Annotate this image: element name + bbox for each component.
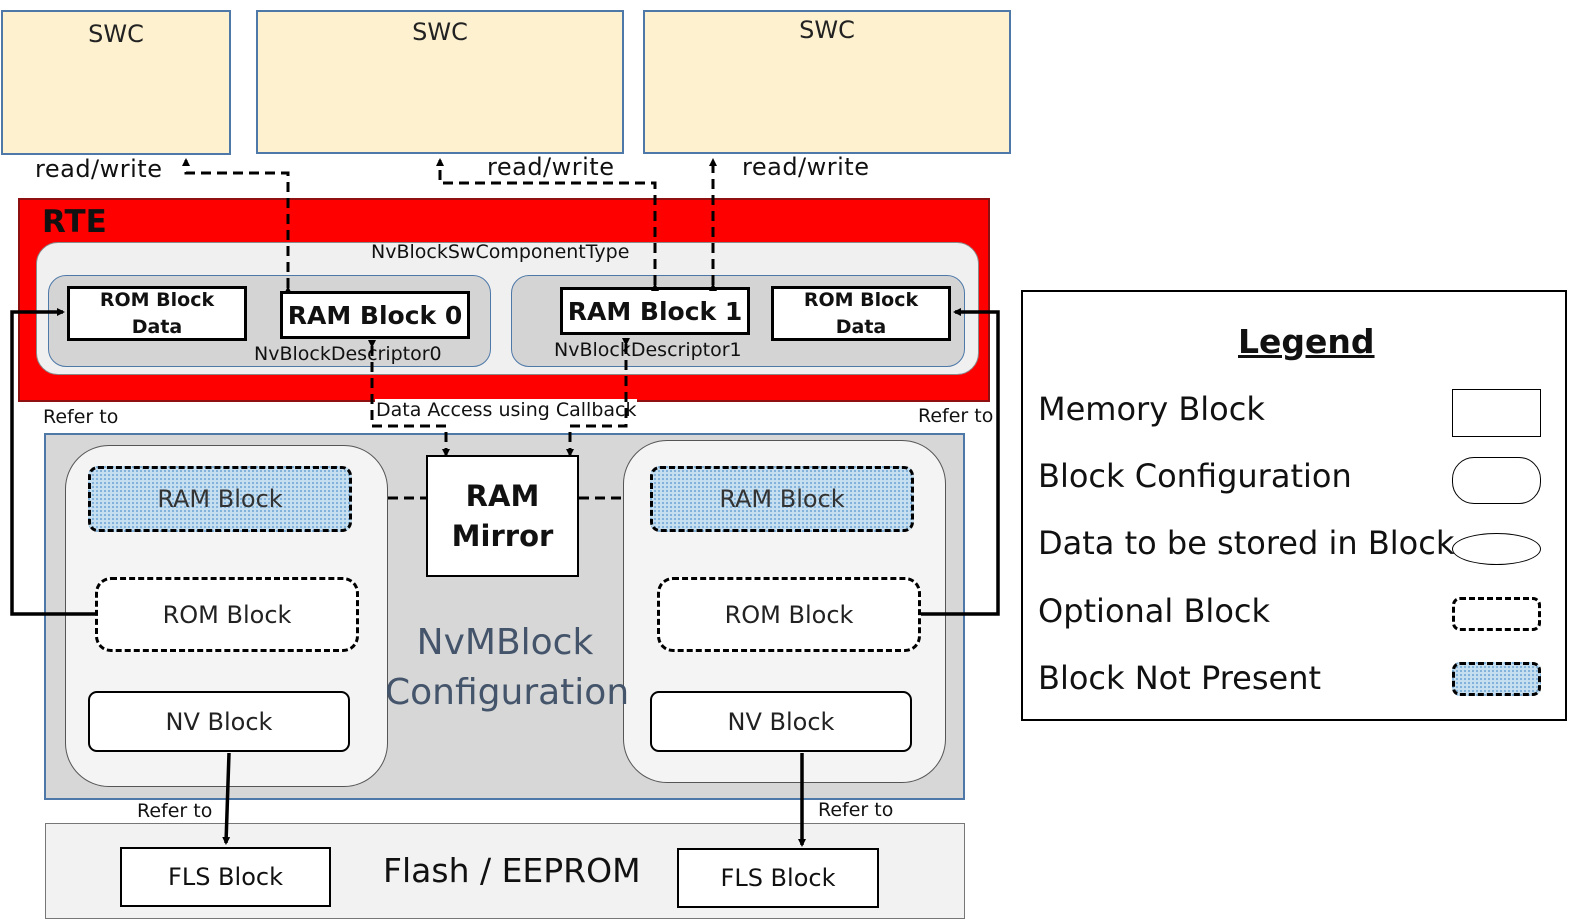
rom-block-right: ROM Block [657, 577, 921, 652]
nv-block-left-label: NV Block [165, 707, 273, 736]
callback-line-left [368, 340, 450, 457]
ram-block-1: RAM Block 1 [560, 287, 750, 335]
refer-line-left [10, 308, 95, 616]
rw-line-swc1 [182, 158, 292, 294]
nv-block-right-label: NV Block [727, 707, 835, 736]
swc-label-1: SWC [88, 20, 144, 48]
swc-label-2: SWC [412, 18, 468, 46]
ram-block-right: RAM Block [650, 466, 914, 532]
rom-block-right-label: ROM Block [724, 600, 854, 629]
refer-line-right [921, 308, 1000, 616]
read-write-label-3: read/write [742, 153, 870, 181]
callback-line-right [566, 338, 630, 457]
fls-block-right: FLS Block [677, 848, 879, 908]
nvm-title-line1: NvMBlock [416, 622, 594, 663]
ram-mirror: RAM Mirror [426, 455, 579, 577]
ram-block-right-label: RAM Block [719, 485, 845, 513]
refer-to-label-right: Refer to [918, 405, 994, 427]
swc-box-3: SWC [643, 10, 1011, 154]
flash-eeprom-label: Flash / EEPROM [383, 851, 641, 890]
rom-block-data-0-line2: Data [131, 315, 183, 338]
nv-block-right: NV Block [650, 691, 912, 752]
legend-item-block-not-present: Block Not Present [1038, 659, 1322, 697]
swc-box-1: SWC [1, 10, 231, 155]
rom-block-left: ROM Block [95, 577, 359, 652]
refer-to-label-bottom-right: Refer to [818, 799, 894, 821]
refer-to-label-left: Refer to [43, 406, 119, 428]
nvm-configuration-title: NvMBlock Configuration [385, 618, 630, 718]
ram-mirror-line2: Mirror [451, 519, 554, 553]
nvm-title-line2: Configuration [385, 672, 630, 713]
rom-block-left-label: ROM Block [162, 600, 292, 629]
legend-rounded-rectangle-icon [1452, 457, 1541, 504]
refer-line-bottom-left [222, 752, 231, 845]
rom-block-data-1: ROM Block Data [771, 286, 951, 341]
rom-block-data-1-line1: ROM Block [803, 288, 919, 311]
ram-block-left: RAM Block [88, 466, 352, 532]
ram-block-0: RAM Block 0 [280, 291, 470, 339]
ram-block-1-label: RAM Block 1 [567, 296, 743, 326]
ram-mirror-line1: RAM [465, 479, 540, 513]
ram-block-0-label: RAM Block 0 [287, 300, 463, 330]
fls-block-right-label: FLS Block [720, 864, 836, 892]
fls-block-left-label: FLS Block [168, 863, 283, 891]
legend-panel [1021, 290, 1567, 721]
legend-item-optional-block: Optional Block [1038, 592, 1271, 630]
legend-rectangle-icon [1452, 389, 1541, 437]
refer-to-label-bottom-left: Refer to [137, 800, 213, 822]
legend-title: Legend [1238, 322, 1375, 361]
read-write-label-1: read/write [35, 155, 163, 183]
legend-dotted-dashed-icon [1452, 662, 1541, 696]
rom-block-data-1-line2: Data [835, 315, 887, 338]
swc-box-2: SWC [256, 10, 624, 154]
rom-block-data-0-line1: ROM Block [99, 288, 215, 311]
legend-dashed-rounded-icon [1452, 597, 1541, 631]
legend-item-block-configuration: Block Configuration [1038, 457, 1352, 495]
rte-label: RTE [42, 204, 107, 240]
legend-ellipse-icon [1452, 533, 1541, 565]
nv-block-left: NV Block [88, 691, 350, 752]
legend-item-memory-block: Memory Block [1038, 390, 1265, 428]
swc-label-3: SWC [799, 16, 855, 44]
fls-block-left: FLS Block [120, 847, 331, 907]
ram-block-left-label: RAM Block [157, 485, 283, 513]
legend-item-data-stored: Data to be stored in Block [1038, 524, 1455, 562]
rw-line-swc2 [436, 158, 659, 291]
rom-block-data-0: ROM Block Data [67, 286, 247, 341]
